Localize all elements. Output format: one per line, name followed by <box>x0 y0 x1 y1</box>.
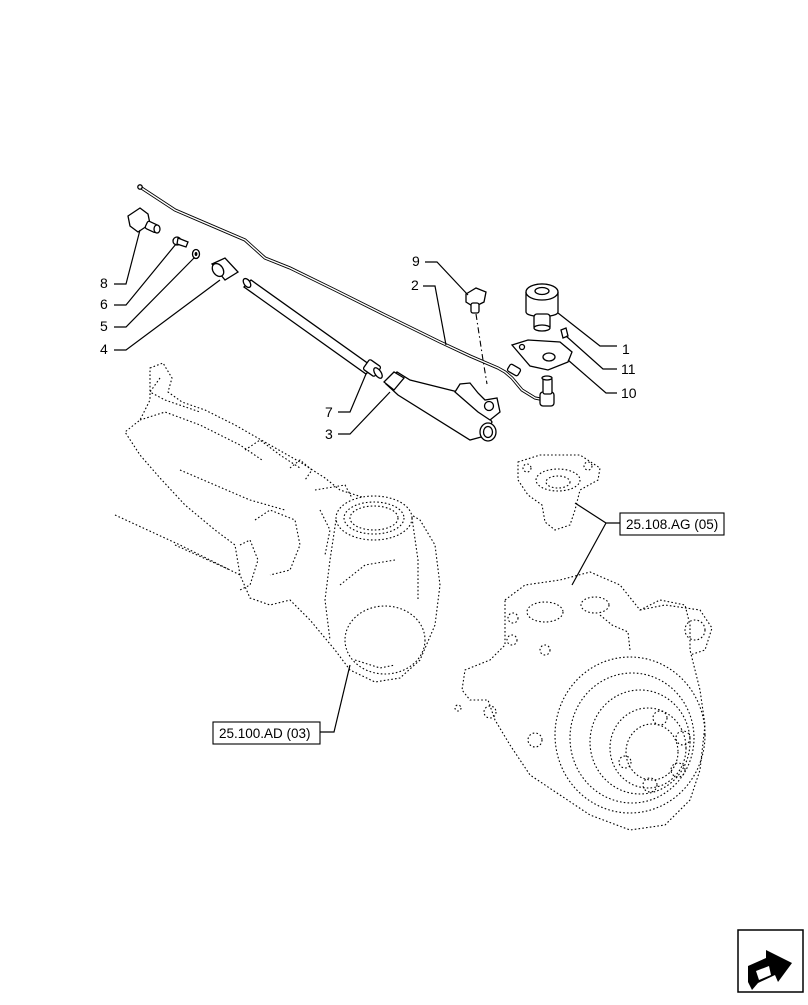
callout-8: 8 <box>100 275 108 291</box>
callout-3: 3 <box>325 426 333 442</box>
kingpin-part-1 <box>525 283 559 332</box>
callout-7: 7 <box>325 404 333 420</box>
fitting-part-8 <box>127 207 161 234</box>
callout-4: 4 <box>100 341 108 357</box>
callout-leaders <box>114 229 620 733</box>
callout-1: 1 <box>622 341 630 357</box>
callout-9: 9 <box>412 253 420 269</box>
pin-part-3 <box>383 371 501 442</box>
callout-5: 5 <box>100 318 108 334</box>
bushing-part-4 <box>210 257 240 281</box>
screw-part-6 <box>172 236 189 248</box>
reference-axle-label: 25.100.AD (03) <box>219 726 311 741</box>
pin-part-11 <box>560 327 569 339</box>
bolt-part-9 <box>465 287 488 385</box>
callout-6: 6 <box>100 296 108 312</box>
callout-labels: 1 2 3 4 5 6 7 8 9 10 11 <box>100 253 637 442</box>
page-turn-arrow-icon[interactable] <box>737 929 804 993</box>
reference-knuckle-label: 25.108.AG (05) <box>626 517 718 532</box>
axle-housing-dotted <box>114 362 441 683</box>
steering-knuckle-dotted <box>454 454 713 831</box>
callout-2: 2 <box>411 277 419 293</box>
reference-axle[interactable]: 25.100.AD (03) <box>212 721 321 745</box>
callout-10: 10 <box>621 385 637 401</box>
reference-knuckle[interactable]: 25.108.AG (05) <box>619 512 725 536</box>
plate-part-10 <box>510 339 573 371</box>
callout-11: 11 <box>621 361 636 377</box>
elbow-fitting <box>506 363 555 407</box>
rod-part-7 <box>242 277 383 379</box>
